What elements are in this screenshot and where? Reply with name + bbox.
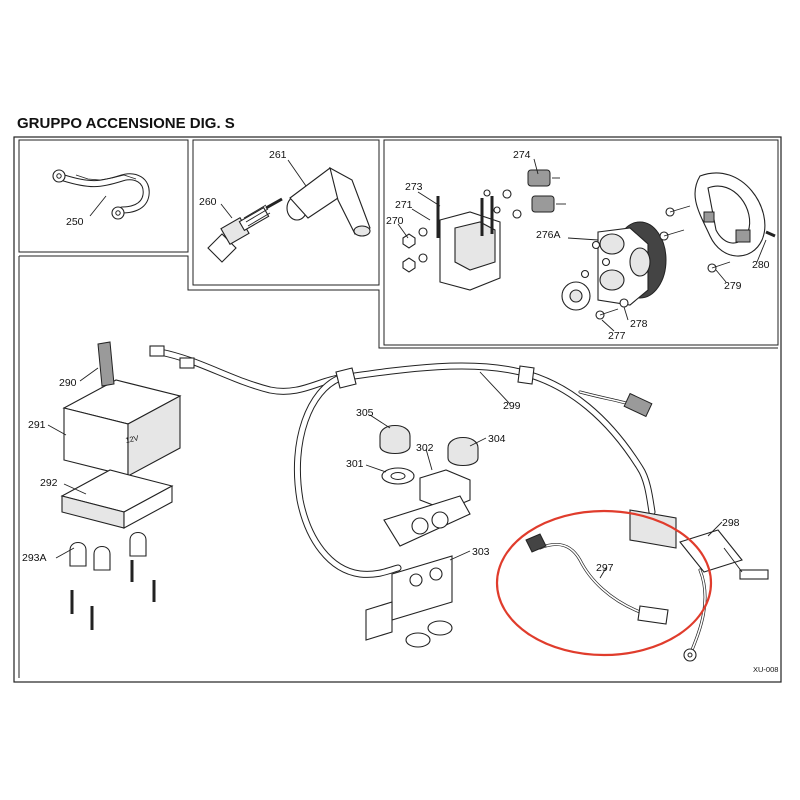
panel-frames [13, 136, 782, 683]
rubber-mounts-274 [483, 169, 566, 219]
callout-261: 261 [269, 149, 287, 161]
brackets-293A [69, 531, 156, 630]
pickup-plate-280 [694, 172, 776, 257]
stator-276A [561, 221, 667, 311]
callout-297: 297 [596, 562, 614, 574]
callout-250: 250 [66, 216, 84, 228]
callout-305: 305 [356, 407, 374, 419]
diagram-title: GRUPPO ACCENSIONE DIG. S [17, 115, 235, 132]
connector-298 [629, 509, 769, 662]
battery-marking: 12V [125, 433, 140, 445]
callout-274: 274 [513, 149, 531, 161]
callout-270: 270 [386, 215, 404, 227]
callout-278: 278 [630, 318, 648, 330]
ignition-coil-273 [436, 196, 501, 291]
battery-291: 12V [62, 341, 182, 477]
highlight-ring-297 [495, 509, 713, 657]
nuts-270 [402, 227, 428, 273]
harness-297 [525, 533, 669, 625]
wiring-harness-299 [149, 345, 656, 578]
callout-293a: 293A [22, 552, 47, 564]
callout-260: 260 [199, 196, 217, 208]
spark-plug-cap-261 [286, 166, 371, 237]
battery-tray-292 [60, 469, 174, 529]
callout-290: 290 [59, 377, 77, 389]
callout-279: 279 [724, 280, 742, 292]
callout-276a: 276A [536, 229, 561, 241]
callout-273: 273 [405, 181, 423, 193]
drawing-reference: XU-008 [753, 665, 778, 674]
screws-277-278-279 [580, 205, 731, 320]
callout-299: 299 [503, 400, 521, 412]
callout-291: 291 [28, 419, 46, 431]
spark-plug-260 [207, 197, 283, 263]
callout-277: 277 [608, 330, 626, 342]
callout-271: 271 [395, 199, 413, 211]
callout-301: 301 [346, 458, 364, 470]
battery-cable-250 [52, 169, 150, 220]
callout-298: 298 [722, 517, 740, 529]
callout-280: 280 [752, 259, 770, 271]
callout-292: 292 [40, 477, 58, 489]
mount-parts-301-305 [365, 424, 479, 648]
leader-lines [47, 158, 767, 579]
callout-304: 304 [488, 433, 506, 445]
callout-labels: 250 261 260 274 273 271 270 276A 280 279 278 277 290… [22, 149, 770, 574]
callout-302: 302 [416, 442, 434, 454]
callout-303: 303 [472, 546, 490, 558]
